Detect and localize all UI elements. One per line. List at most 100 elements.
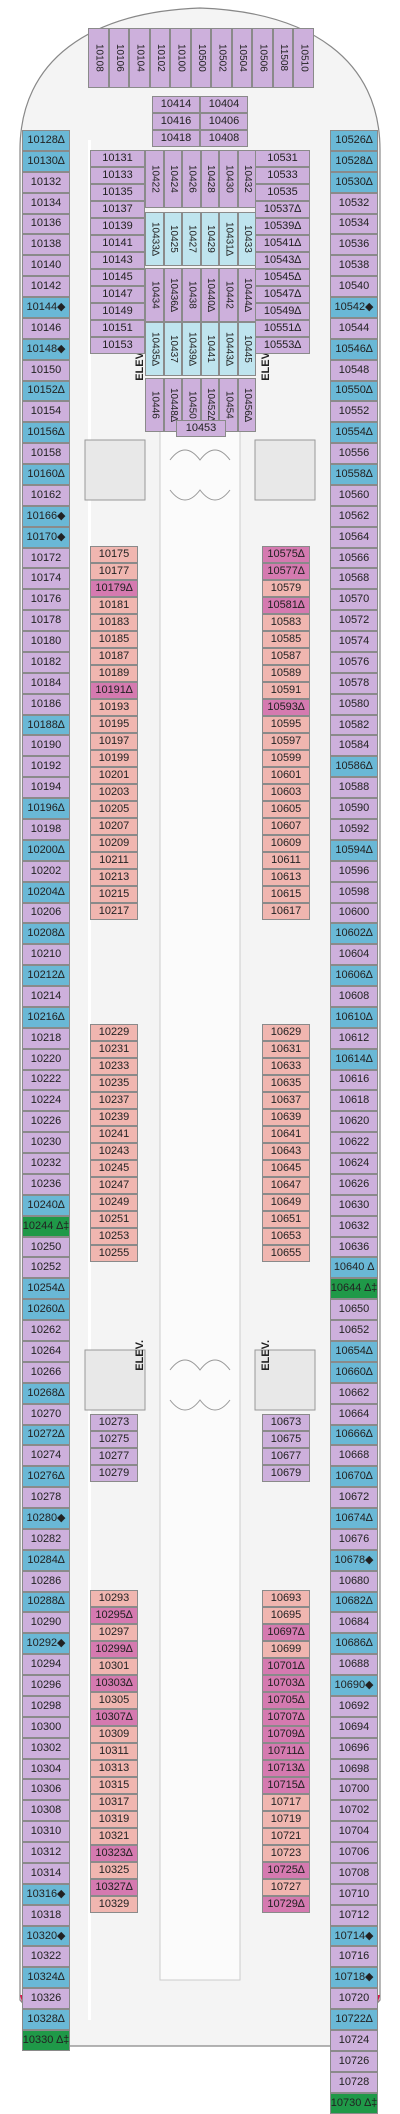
- cabin-10597[interactable]: 10597: [262, 733, 310, 750]
- cabin-10651[interactable]: 10651: [262, 1211, 310, 1228]
- cabin-10229[interactable]: 10229: [90, 1024, 138, 1041]
- cabin-10703[interactable]: 10703∆: [262, 1675, 310, 1692]
- cabin-10721[interactable]: 10721: [262, 1828, 310, 1845]
- cabin-10264[interactable]: 10264: [22, 1340, 70, 1362]
- cabin-10604[interactable]: 10604: [330, 944, 378, 966]
- cabin-10653[interactable]: 10653: [262, 1228, 310, 1245]
- cabin-10220[interactable]: 10220: [22, 1048, 70, 1070]
- cabin-10313[interactable]: 10313: [90, 1760, 138, 1777]
- cabin-10148[interactable]: 10148◆: [22, 338, 70, 360]
- cabin-10543[interactable]: 10543∆: [255, 252, 310, 269]
- cabin-10203[interactable]: 10203: [90, 784, 138, 801]
- cabin-10577[interactable]: 10577∆: [262, 563, 310, 580]
- cabin-10158[interactable]: 10158: [22, 443, 70, 465]
- cabin-10141[interactable]: 10141: [90, 235, 145, 252]
- cabin-10427[interactable]: 10427: [182, 212, 201, 266]
- cabin-10185[interactable]: 10185: [90, 631, 138, 648]
- cabin-10548[interactable]: 10548: [330, 359, 378, 381]
- cabin-10572[interactable]: 10572: [330, 610, 378, 632]
- cabin-10231[interactable]: 10231: [90, 1041, 138, 1058]
- cabin-10270[interactable]: 10270: [22, 1403, 70, 1425]
- cabin-10295[interactable]: 10295∆: [90, 1607, 138, 1624]
- cabin-10182[interactable]: 10182: [22, 651, 70, 673]
- cabin-10611[interactable]: 10611: [262, 852, 310, 869]
- cabin-10140[interactable]: 10140: [22, 255, 70, 277]
- cabin-10329[interactable]: 10329: [90, 1896, 138, 1913]
- cabin-10272[interactable]: 10272∆: [22, 1424, 70, 1446]
- cabin-10315[interactable]: 10315: [90, 1777, 138, 1794]
- cabin-10700[interactable]: 10700: [330, 1779, 378, 1801]
- cabin-10430[interactable]: 10430: [219, 150, 238, 208]
- cabin-10684[interactable]: 10684: [330, 1612, 378, 1634]
- cabin-10660[interactable]: 10660∆: [330, 1361, 378, 1383]
- cabin-10536[interactable]: 10536: [330, 234, 378, 256]
- cabin-10641[interactable]: 10641: [262, 1126, 310, 1143]
- cabin-10429[interactable]: 10429: [200, 212, 219, 266]
- cabin-10708[interactable]: 10708: [330, 1862, 378, 1884]
- cabin-10718[interactable]: 10718◆: [330, 1967, 378, 1989]
- cabin-10210[interactable]: 10210: [22, 944, 70, 966]
- cabin-10136[interactable]: 10136: [22, 213, 70, 235]
- cabin-10662[interactable]: 10662: [330, 1382, 378, 1404]
- cabin-10205[interactable]: 10205: [90, 801, 138, 818]
- cabin-10280[interactable]: 10280◆: [22, 1508, 70, 1529]
- cabin-10697[interactable]: 10697∆: [262, 1624, 310, 1641]
- cabin-10678[interactable]: 10678◆: [330, 1549, 378, 1571]
- cabin-10310[interactable]: 10310: [22, 1821, 70, 1843]
- cabin-10624[interactable]: 10624: [330, 1153, 378, 1174]
- cabin-10535[interactable]: 10535: [255, 184, 310, 201]
- cabin-10445[interactable]: 10445: [237, 322, 256, 376]
- cabin-10438[interactable]: 10438: [182, 268, 201, 322]
- cabin-10175[interactable]: 10175: [90, 546, 138, 563]
- cabin-10128[interactable]: 10128∆: [22, 130, 70, 151]
- cabin-10188[interactable]: 10188∆: [22, 714, 70, 736]
- cabin-10531[interactable]: 10531: [255, 150, 310, 167]
- cabin-10724[interactable]: 10724: [330, 2030, 378, 2051]
- cabin-10580[interactable]: 10580: [330, 693, 378, 715]
- cabin-10608[interactable]: 10608: [330, 986, 378, 1007]
- cabin-10612[interactable]: 10612: [330, 1027, 378, 1049]
- cabin-10160[interactable]: 10160∆: [22, 464, 70, 485]
- cabin-10537[interactable]: 10537∆: [255, 201, 310, 218]
- cabin-10142[interactable]: 10142: [22, 276, 70, 298]
- cabin-10426[interactable]: 10426: [182, 150, 201, 208]
- cabin-10570[interactable]: 10570: [330, 589, 378, 611]
- cabin-10546[interactable]: 10546∆: [330, 338, 378, 360]
- cabin-10446[interactable]: 10446: [145, 378, 164, 432]
- cabin-10276[interactable]: 10276∆: [22, 1466, 70, 1488]
- cabin-10132[interactable]: 10132: [22, 171, 70, 193]
- cabin-10134[interactable]: 10134: [22, 192, 70, 214]
- cabin-10323[interactable]: 10323∆: [90, 1845, 138, 1862]
- cabin-10552[interactable]: 10552: [330, 401, 378, 423]
- cabin-10704[interactable]: 10704: [330, 1821, 378, 1843]
- cabin-10607[interactable]: 10607: [262, 818, 310, 835]
- cabin-10100[interactable]: 10100: [170, 28, 191, 88]
- cabin-10668[interactable]: 10668: [330, 1445, 378, 1467]
- cabin-10137[interactable]: 10137: [90, 201, 145, 218]
- cabin-10208[interactable]: 10208∆: [22, 923, 70, 945]
- cabin-10108[interactable]: 10108: [88, 28, 109, 88]
- cabin-10236[interactable]: 10236: [22, 1173, 70, 1195]
- cabin-10664[interactable]: 10664: [330, 1403, 378, 1425]
- cabin-10301[interactable]: 10301: [90, 1658, 138, 1675]
- cabin-10207[interactable]: 10207: [90, 818, 138, 835]
- cabin-10542[interactable]: 10542◆: [330, 297, 378, 318]
- cabin-10601[interactable]: 10601: [262, 767, 310, 784]
- cabin-10674[interactable]: 10674∆: [330, 1508, 378, 1529]
- cabin-10297[interactable]: 10297: [90, 1624, 138, 1641]
- cabin-10538[interactable]: 10538: [330, 255, 378, 277]
- cabin-10262[interactable]: 10262: [22, 1320, 70, 1341]
- cabin-10705[interactable]: 10705∆: [262, 1692, 310, 1709]
- cabin-10698[interactable]: 10698: [330, 1758, 378, 1780]
- cabin-10551[interactable]: 10551∆: [255, 320, 310, 337]
- cabin-10414[interactable]: 10414: [152, 96, 200, 113]
- cabin-10296[interactable]: 10296: [22, 1675, 70, 1696]
- cabin-10184[interactable]: 10184: [22, 672, 70, 694]
- cabin-10244[interactable]: 10244 ∆‡: [22, 1215, 70, 1237]
- cabin-10299[interactable]: 10299∆: [90, 1641, 138, 1658]
- cabin-10404[interactable]: 10404: [200, 96, 248, 113]
- cabin-10290[interactable]: 10290: [22, 1612, 70, 1634]
- cabin-10673[interactable]: 10673: [262, 1414, 310, 1431]
- cabin-10560[interactable]: 10560: [330, 484, 378, 506]
- cabin-10138[interactable]: 10138: [22, 234, 70, 256]
